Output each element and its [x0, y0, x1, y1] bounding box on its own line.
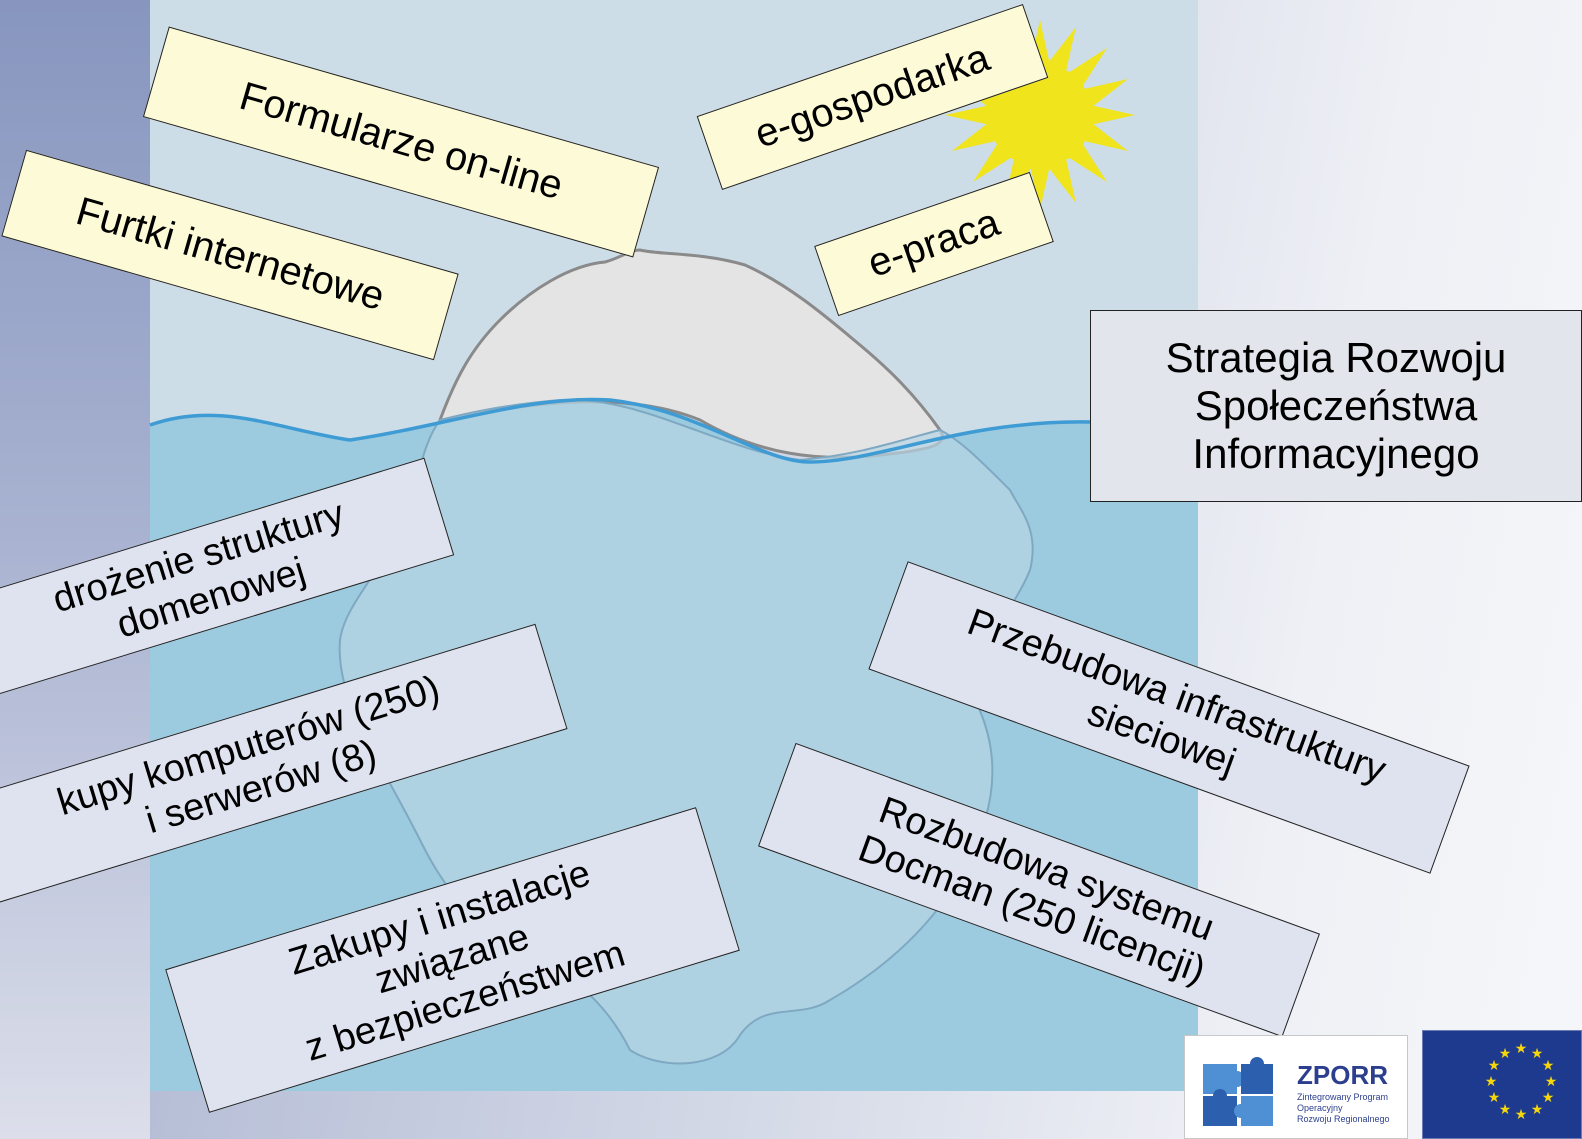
svg-text:★: ★ [1515, 1041, 1528, 1057]
eu-flag-icon: ★ ★ ★ ★ ★ ★ ★ ★ ★ ★ ★ ★ [1485, 1041, 1558, 1123]
svg-text:★: ★ [1542, 1090, 1555, 1106]
goal-line-3: Informacyjnego [1192, 429, 1480, 477]
svg-text:★: ★ [1488, 1090, 1501, 1106]
puzzle-icon [1203, 1057, 1273, 1126]
goal-line-2: Społeczeństwa [1194, 382, 1478, 430]
svg-text:★: ★ [1545, 1074, 1558, 1090]
goal-box: Strategia Rozwoju Społeczeństwa Informac… [1090, 310, 1582, 502]
eu-flag-logo: ★ ★ ★ ★ ★ ★ ★ ★ ★ ★ ★ ★ [1422, 1030, 1582, 1139]
svg-text:★: ★ [1542, 1058, 1555, 1074]
zporr-title: ZPORR [1297, 1060, 1388, 1090]
svg-text:★: ★ [1531, 1102, 1544, 1118]
zporr-logo: ZPORR Zintegrowany Program Operacyjny Ro… [1184, 1035, 1408, 1139]
svg-text:★: ★ [1499, 1102, 1512, 1118]
svg-text:★: ★ [1488, 1058, 1501, 1074]
waterline [149, 397, 1091, 464]
goal-line-1: Strategia Rozwoju [1165, 334, 1507, 382]
svg-text:★: ★ [1515, 1107, 1528, 1123]
svg-text:★: ★ [1531, 1046, 1544, 1062]
zporr-subtitle: Zintegrowany Program Operacyjny Rozwoju … [1297, 1092, 1390, 1124]
svg-text:★: ★ [1499, 1046, 1512, 1062]
svg-text:★: ★ [1485, 1074, 1498, 1090]
